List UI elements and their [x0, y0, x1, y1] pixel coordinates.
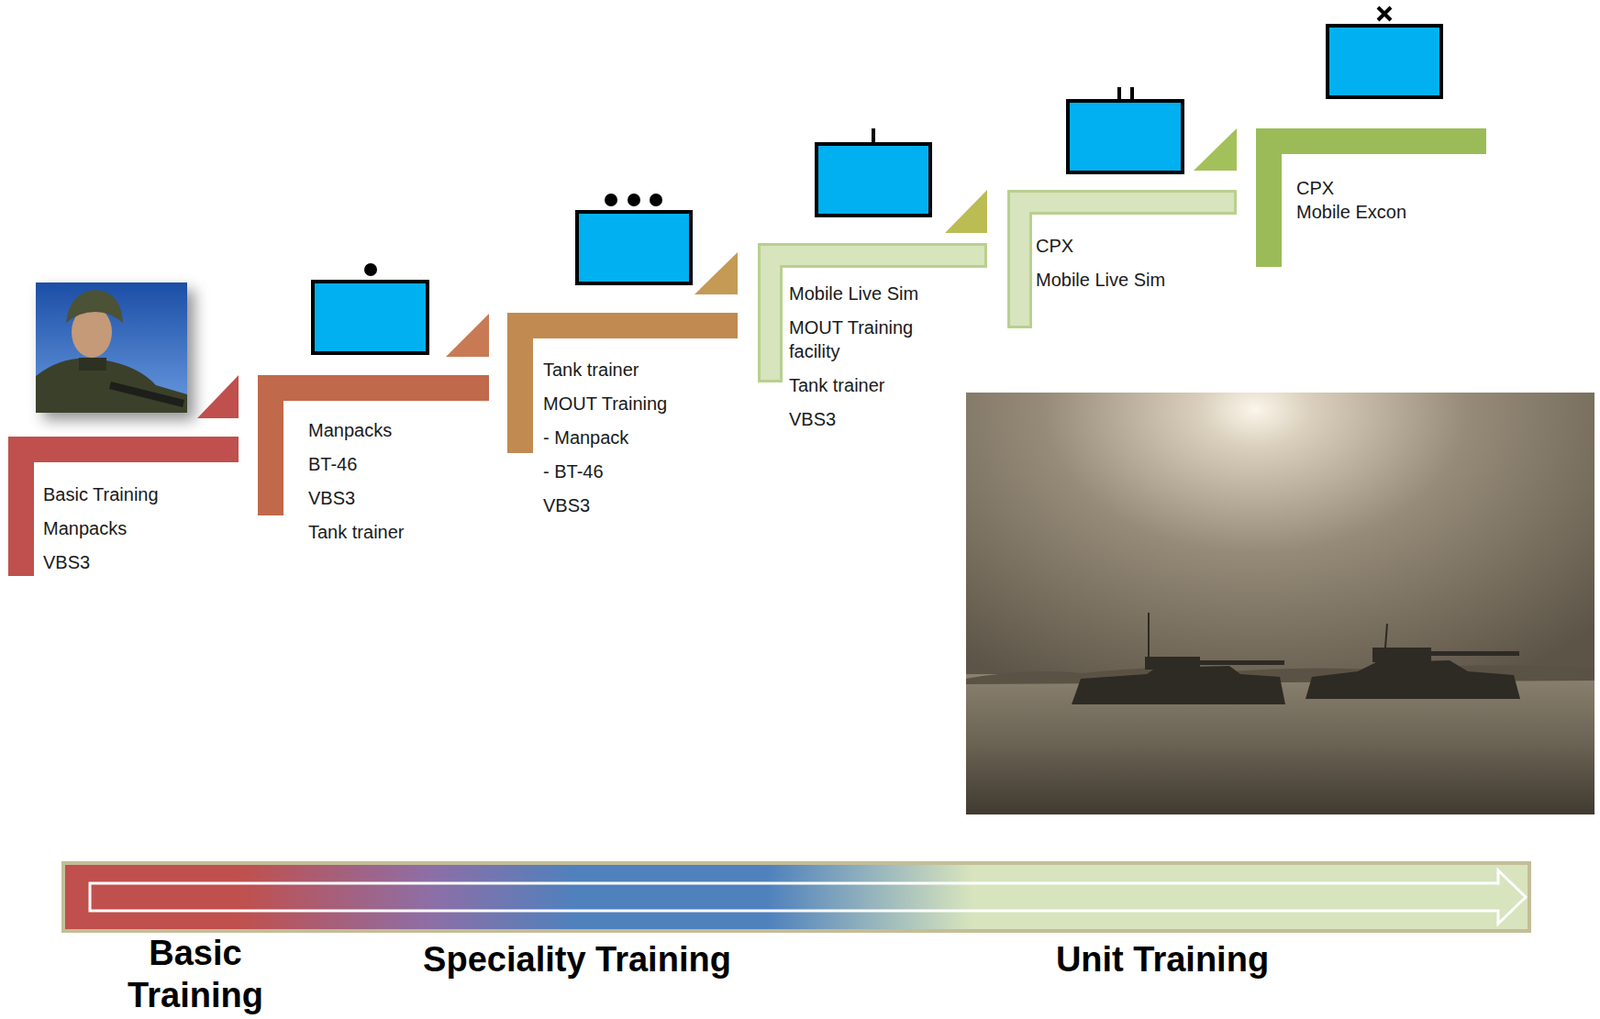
step-shape	[759, 244, 987, 382]
training-step: Mobile Live SimMOUT Training facilityTan…	[757, 243, 988, 435]
step-shape	[1255, 128, 1487, 267]
step-shape	[8, 436, 239, 577]
step-shape	[1255, 128, 1487, 267]
step-text: Basic TrainingManpacksVBS3	[43, 482, 159, 575]
step-item: - BT-46	[543, 459, 667, 484]
step-shape	[757, 243, 988, 383]
tank-photo	[966, 392, 1595, 815]
progression-bar	[63, 863, 1530, 932]
phase-label: Speciality Training	[356, 938, 798, 981]
step-triangle	[445, 313, 489, 357]
step-text: CPXMobile Excon	[1296, 176, 1407, 224]
step-text: ManpacksBT-46VBS3Tank trainer	[308, 418, 405, 545]
step-item: Manpacks	[43, 516, 159, 541]
training-step: Tank trainerMOUT Training - Manpack - BT-4…	[507, 312, 738, 522]
step-triangle	[944, 189, 988, 234]
step-item: Mobile Live Sim	[1035, 267, 1166, 292]
unit-size-marker	[364, 7, 1391, 277]
step-text: Mobile Live SimMOUT Training facilityTan…	[788, 281, 959, 432]
step-item: BT-46	[308, 452, 405, 477]
step-item: Mobile Excon	[1296, 200, 1407, 224]
training-step: Basic TrainingManpacksVBS3	[8, 436, 239, 578]
step-item: Manpacks	[308, 418, 405, 443]
step-item: VBS3	[788, 407, 959, 432]
step-item: MOUT Training	[543, 391, 667, 416]
training-step: CPX Mobile Live Sim	[1007, 189, 1237, 329]
step-item: CPX	[1035, 233, 1166, 258]
phase-label: Unit Training	[969, 938, 1356, 981]
step-item: VBS3	[308, 486, 405, 511]
step-item: VBS3	[543, 493, 667, 518]
phase-label: Basic Training	[89, 932, 301, 1017]
step-text: Tank trainerMOUT Training - Manpack - BT-4…	[543, 357, 667, 518]
training-step: ManpacksBT-46VBS3Tank trainer	[257, 375, 489, 548]
step-item: Tank trainer	[543, 357, 667, 382]
step-triangle	[197, 375, 239, 419]
step-shape	[1009, 191, 1236, 328]
step-shape	[257, 375, 489, 516]
step-item: MOUT Training facility	[788, 315, 959, 364]
step-shape	[507, 312, 738, 454]
step-shape	[257, 375, 489, 516]
soldier-photo	[35, 282, 195, 421]
step-item: Basic Training	[43, 482, 159, 507]
step-triangle	[694, 252, 738, 295]
step-triangle	[1193, 128, 1237, 171]
step-item: Mobile Live Sim	[788, 281, 959, 306]
training-step: CPXMobile Excon	[1255, 128, 1487, 267]
step-shape	[8, 436, 239, 577]
step-shape	[1007, 189, 1237, 329]
step-item: - Manpack	[543, 425, 667, 450]
step-item: VBS3	[43, 550, 159, 575]
step-item: Tank trainer	[788, 373, 959, 398]
step-text: CPX Mobile Live Sim	[1035, 233, 1166, 292]
step-item: Tank trainer	[308, 520, 405, 545]
step-item: CPX	[1296, 176, 1407, 200]
